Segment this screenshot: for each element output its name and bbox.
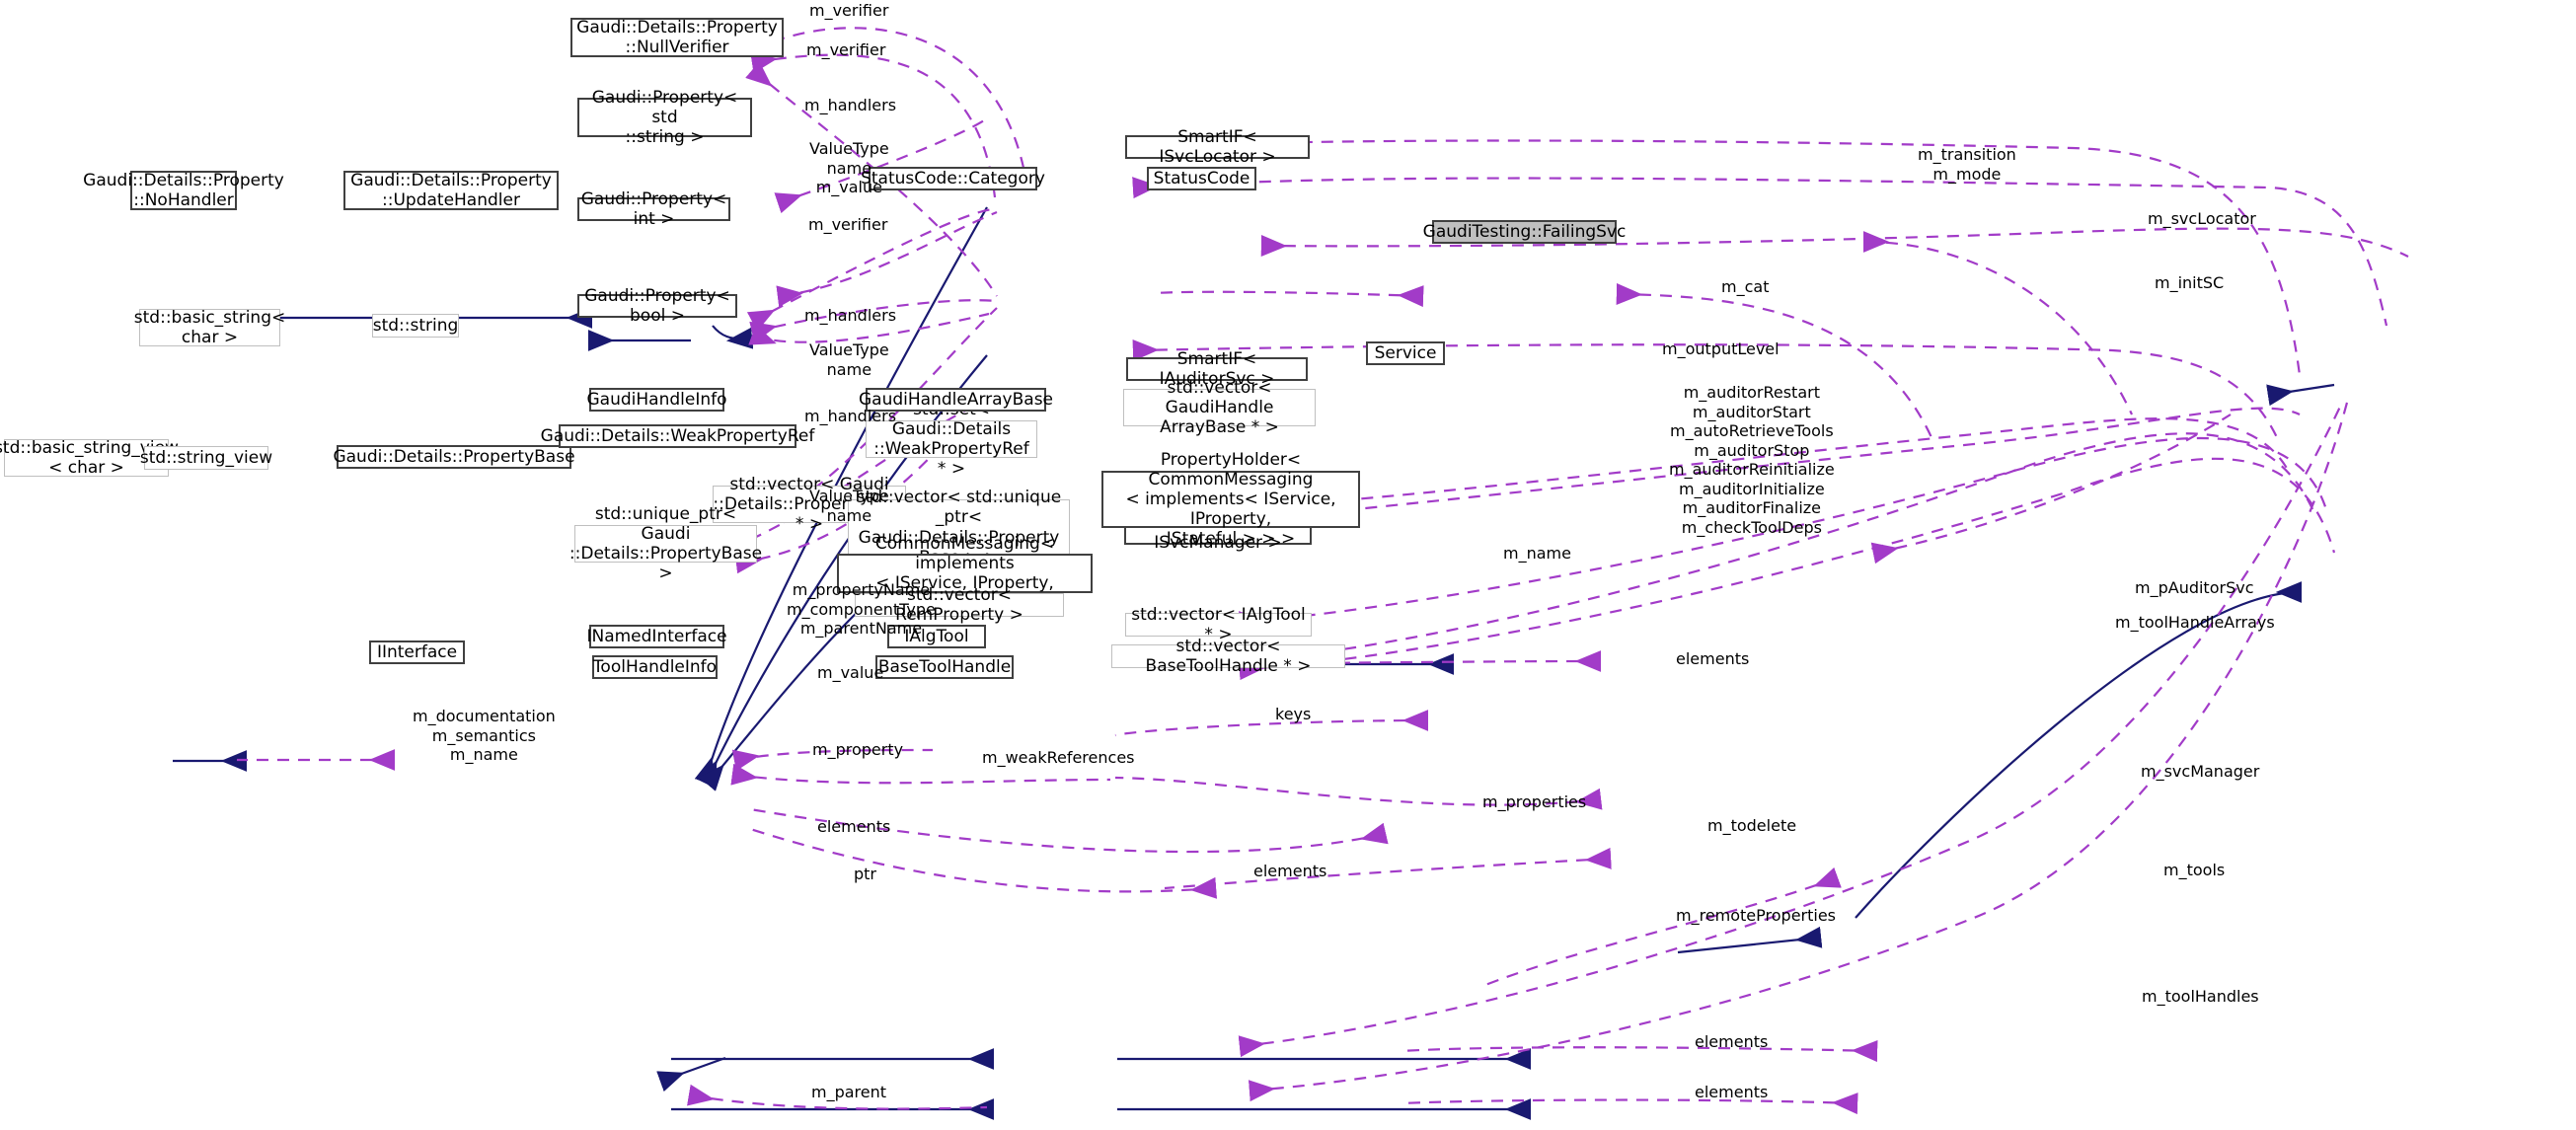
edge-label-m-initsc: m_initSC <box>2155 273 2225 292</box>
node-tool-handle-info[interactable]: ToolHandleInfo <box>592 655 718 679</box>
edge-label-m-value: m_value <box>817 663 884 682</box>
node-failing-svc[interactable]: GaudiTesting::FailingSvc <box>1423 220 1626 244</box>
edge-label-elements-1: elements <box>817 817 891 836</box>
edge-label-m-pauditorsvc: m_pAuditorSvc <box>2135 578 2254 597</box>
node-update-handler[interactable]: Gaudi::Details::Property ::UpdateHandler <box>343 171 559 210</box>
node-gaudi-handle-info[interactable]: GaudiHandleInfo <box>587 388 727 412</box>
edge-label-m-svclocator: m_svcLocator <box>2148 209 2256 228</box>
node-inamed-interface[interactable]: INamedInterface <box>586 625 727 648</box>
node-base-tool-handle[interactable]: BaseToolHandle <box>875 655 1014 679</box>
node-service[interactable]: Service <box>1366 341 1445 365</box>
node-basic-string[interactable]: std::basic_string< char > <box>133 307 286 347</box>
edge-label-m-verifier-2: m_verifier <box>806 40 886 59</box>
edge-label-m-transition: m_transition m_mode <box>1918 145 2016 184</box>
edge-label-elements-4: elements <box>1695 1083 1769 1101</box>
node-handle-array-base[interactable]: GaudiHandleArrayBase <box>859 388 1053 412</box>
node-statuscode[interactable]: StatusCode <box>1147 167 1256 190</box>
node-no-handler[interactable]: Gaudi::Details::Property ::NoHandler <box>83 170 284 210</box>
node-ialgtool[interactable]: IAlgTool <box>887 625 986 648</box>
node-vector-basetoolhandle[interactable]: std::vector< BaseToolHandle * > <box>1111 637 1345 676</box>
node-property-base[interactable]: Gaudi::Details::PropertyBase <box>333 445 575 469</box>
usage-edges <box>237 27 2409 1115</box>
node-string-view[interactable]: std::string_view <box>140 446 272 470</box>
edge-label-m-verifier-3: m_verifier <box>808 215 888 234</box>
edge-label-m-property: m_property <box>812 740 904 759</box>
edge-label-m-verifier-1: m_verifier <box>809 1 889 20</box>
edge-label-m-todelete: m_todelete <box>1707 816 1797 835</box>
edge-label-m-outputlevel: m_outputLevel <box>1662 339 1780 358</box>
node-basic-string-view[interactable]: std::basic_string_view < char > <box>0 437 179 478</box>
node-unique-ptr-property-base[interactable]: std::unique_ptr< Gaudi ::Details::Proper… <box>568 503 763 584</box>
node-set-weak-property-ref[interactable]: std::set< Gaudi::Details ::WeakPropertyR… <box>866 400 1037 479</box>
edge-label-keys: keys <box>1275 705 1312 723</box>
node-property-bool[interactable]: Gaudi::Property< bool > <box>577 286 737 326</box>
node-iinterface[interactable]: IInterface <box>369 640 465 664</box>
node-smartif-isvclocator[interactable]: SmartIF< ISvcLocator > <box>1125 127 1310 167</box>
edge-label-m-documentation: m_documentation m_semantics m_name <box>413 707 556 765</box>
edge-label-elements-5: elements <box>1676 649 1750 668</box>
edge-label-m-handlers-1: m_handlers <box>804 96 897 114</box>
edge-label-valuetype-2: ValueType name <box>809 340 889 379</box>
edge-label-elements-3: elements <box>1695 1032 1769 1051</box>
edge-label-ptr: ptr <box>854 865 877 883</box>
edge-label-m-name: m_name <box>1503 544 1571 563</box>
edge-label-m-svcmanager: m_svcManager <box>2141 762 2260 781</box>
node-property-holder[interactable]: PropertyHolder< CommonMessaging < implem… <box>1101 450 1360 549</box>
edge-label-m-tools: m_tools <box>2163 861 2226 879</box>
edge-label-m-toolhandlearrays: m_toolHandleArrays <box>2115 613 2275 632</box>
node-property-int[interactable]: Gaudi::Property< int > <box>577 189 730 229</box>
edge-label-elements-2: elements <box>1253 862 1327 880</box>
node-weak-property-ref[interactable]: Gaudi::Details::WeakPropertyRef <box>541 424 814 448</box>
edge-label-m-remoteproperties: m_remoteProperties <box>1676 906 1837 925</box>
node-std-string[interactable]: std::string <box>372 314 459 338</box>
edge-label-m-parent: m_parent <box>811 1083 887 1101</box>
edge-label-m-handlers-2: m_handlers <box>804 306 897 325</box>
edge-label-auditor-block: m_auditorRestart m_auditorStart m_autoRe… <box>1669 383 1835 537</box>
edge-label-m-weakreferences: m_weakReferences <box>982 748 1135 767</box>
node-vector-rem-property[interactable]: std::vector< RemProperty > <box>855 585 1064 625</box>
node-null-verifier[interactable]: Gaudi::Details::Property ::NullVerifier <box>570 18 784 57</box>
node-vector-ialgtool[interactable]: std::vector< IAlgTool * > <box>1125 605 1312 644</box>
node-property-string[interactable]: Gaudi::Property< std ::string > <box>577 88 752 147</box>
edge-label-m-cat: m_cat <box>1721 277 1770 296</box>
edge-label-m-properties: m_properties <box>1482 792 1587 811</box>
node-statuscode-category[interactable]: StatusCode::Category <box>861 167 1045 190</box>
node-vector-handle-array[interactable]: std::vector< GaudiHandle ArrayBase * > <box>1123 378 1316 437</box>
edge-label-m-toolhandles: m_toolHandles <box>2142 987 2259 1006</box>
